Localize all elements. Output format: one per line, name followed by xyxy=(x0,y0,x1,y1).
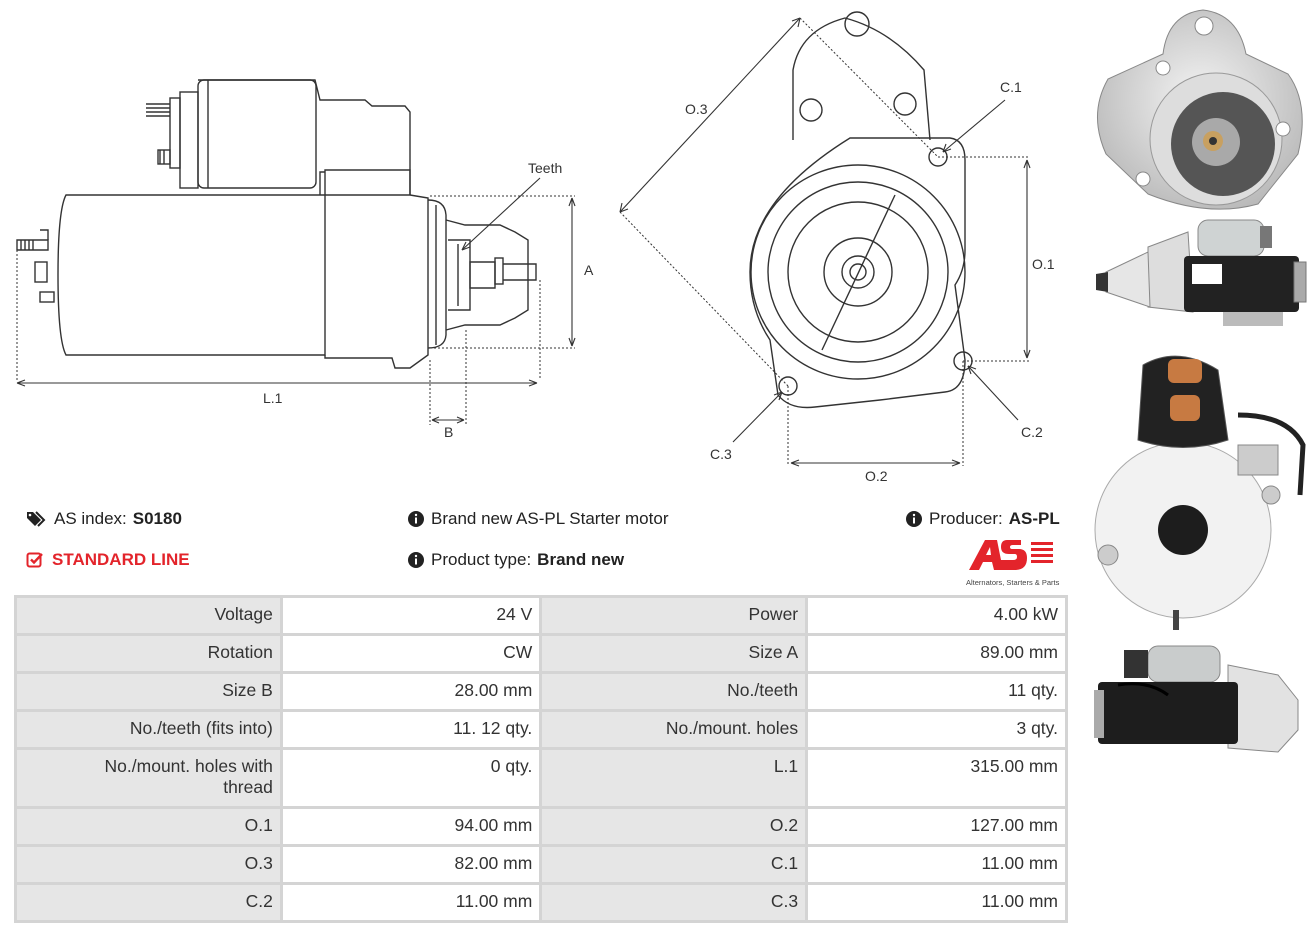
producer-row: Producer: AS-PL xyxy=(905,509,1060,529)
spec-key: O.2 xyxy=(542,809,806,844)
as-index-label: AS index: xyxy=(54,509,127,528)
o1-label: O.1 xyxy=(1032,256,1055,272)
spec-value: 89.00 mm xyxy=(808,636,1065,671)
spec-value: CW xyxy=(282,636,540,671)
b-label: B xyxy=(444,424,453,440)
spec-value: 11 qty. xyxy=(808,674,1065,709)
as-index-row: AS index: S0180 xyxy=(26,509,182,529)
standard-line-row: STANDARD LINE xyxy=(26,550,190,570)
producer-label: Producer: xyxy=(929,509,1003,528)
spec-key: Power xyxy=(542,598,806,633)
a-label: A xyxy=(584,262,594,278)
spec-key: No./teeth (fits into) xyxy=(17,712,280,747)
spec-key: Rotation xyxy=(17,636,280,671)
product-photo-side xyxy=(1096,219,1307,326)
spec-key: C.2 xyxy=(17,885,280,920)
spec-value: 11.00 mm xyxy=(808,885,1065,920)
spec-row: No./teeth (fits into)11. 12 qty.No./moun… xyxy=(17,712,1065,747)
spec-value: 11.00 mm xyxy=(808,847,1065,882)
spec-value: 94.00 mm xyxy=(282,809,540,844)
info-circle-icon xyxy=(408,552,424,568)
info-circle-icon xyxy=(408,511,424,527)
c3-label: C.3 xyxy=(710,446,732,462)
info-circle-icon xyxy=(906,511,922,527)
o2-label: O.2 xyxy=(865,468,888,484)
l1-label: L.1 xyxy=(263,390,283,406)
spec-key-line: No./mount. holes with xyxy=(104,756,273,776)
spec-key: O.1 xyxy=(17,809,280,844)
spec-value: 82.00 mm xyxy=(282,847,540,882)
description-text: Brand new AS-PL Starter motor xyxy=(431,509,669,528)
spec-key: O.3 xyxy=(17,847,280,882)
as-pl-logo: Alternators, Starters & Parts xyxy=(963,538,1069,587)
as-index-value: S0180 xyxy=(132,509,182,528)
spec-key: Size A xyxy=(542,636,806,671)
product-type-value: Brand new xyxy=(537,550,625,569)
product-photo-front xyxy=(1097,9,1303,210)
logo-tagline: Alternators, Starters & Parts xyxy=(966,578,1060,587)
tags-icon xyxy=(27,511,46,527)
product-type-row: Product type: Brand new xyxy=(407,550,624,570)
product-type-label: Product type: xyxy=(431,550,532,569)
spec-value: 11.00 mm xyxy=(282,885,540,920)
product-photo-top xyxy=(1094,645,1299,753)
spec-value: 11. 12 qty. xyxy=(282,712,540,747)
as-logo-mark xyxy=(969,540,1053,570)
description-row: Brand new AS-PL Starter motor xyxy=(407,509,668,529)
spec-value: 28.00 mm xyxy=(282,674,540,709)
spec-key: Voltage xyxy=(17,598,280,633)
spec-key: Size B xyxy=(17,674,280,709)
c1-label: C.1 xyxy=(1000,79,1022,95)
o3-label: O.3 xyxy=(685,101,708,117)
front-view-drawing: O.3 C.1 O.1 C.2 C.3 O.2 xyxy=(619,11,1055,484)
spec-value: 3 qty. xyxy=(808,712,1065,747)
teeth-label: Teeth xyxy=(528,160,562,176)
spec-key: L.1 xyxy=(542,750,806,806)
standard-line-label: STANDARD LINE xyxy=(52,550,190,569)
spec-key: No./mount. holes xyxy=(542,712,806,747)
check-square-icon xyxy=(26,552,43,568)
spec-value: 127.00 mm xyxy=(808,809,1065,844)
producer-value: AS-PL xyxy=(1008,509,1060,528)
spec-value: 24 V xyxy=(282,598,540,633)
spec-value: 4.00 kW xyxy=(808,598,1065,633)
spec-value: 0 qty. xyxy=(282,750,540,806)
spec-value: 315.00 mm xyxy=(808,750,1065,806)
spec-key-line: thread xyxy=(223,777,273,797)
spec-key: C.1 xyxy=(542,847,806,882)
side-view-drawing: Teeth A L.1 B xyxy=(16,79,594,440)
spec-key: No./teeth xyxy=(542,674,806,709)
c2-label: C.2 xyxy=(1021,424,1043,440)
spec-key: C.3 xyxy=(542,885,806,920)
product-photo-rear xyxy=(1094,355,1306,630)
